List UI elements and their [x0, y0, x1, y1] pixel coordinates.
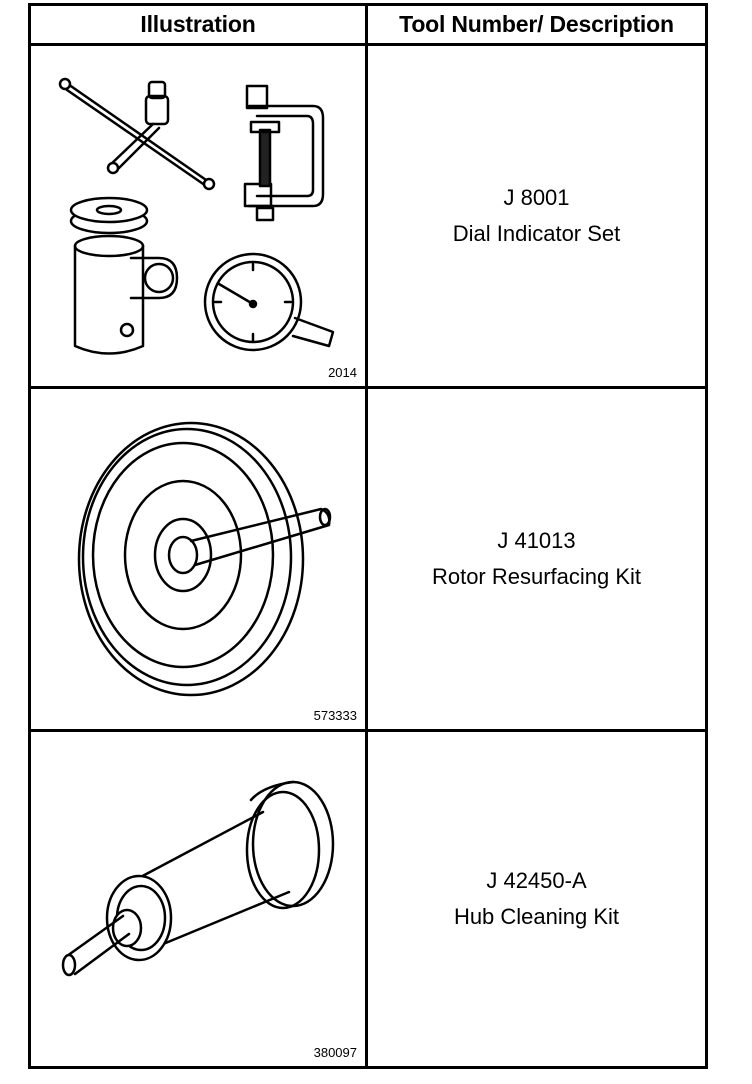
- figure-number: 2014: [328, 365, 357, 380]
- figure-number: 573333: [313, 708, 357, 723]
- table-row: 380097 J 42450-A Hub Cleaning Kit: [31, 732, 705, 1066]
- rotor-resurfacing-kit-illustration: [77, 421, 332, 697]
- tool-number: J 42450-A: [486, 868, 587, 893]
- tool-description: Dial Indicator Set: [452, 221, 621, 246]
- tool-number: J 41013: [497, 528, 576, 553]
- tool-description: Rotor Resurfacing Kit: [431, 564, 642, 589]
- tool-description: Hub Cleaning Kit: [453, 904, 620, 929]
- tool-table: Illustration Tool Number/ Description: [28, 3, 708, 1069]
- tool-number: J 8001: [503, 185, 570, 210]
- table-row: 573333 J 41013 Rotor Resurfacing Kit: [31, 389, 705, 732]
- header-illustration: Illustration: [31, 6, 368, 46]
- header-tool-description: Tool Number/ Description: [368, 6, 705, 46]
- tool-description-cell: J 41013 Rotor Resurfacing Kit: [368, 389, 705, 729]
- table-row: 2014 J 8001 Dial Indicator Set: [31, 46, 705, 389]
- hub-cleaning-kit-illustration: [61, 780, 335, 977]
- illustration-cell: 380097: [31, 732, 368, 1066]
- illustration-cell: 2014: [31, 46, 368, 386]
- tool-description-cell: J 42450-A Hub Cleaning Kit: [368, 732, 705, 1066]
- illustration-cell: 573333: [31, 389, 368, 729]
- figure-number: 380097: [313, 1045, 357, 1060]
- tool-description-cell: J 8001 Dial Indicator Set: [368, 46, 705, 386]
- dial-indicator-set-illustration: [58, 77, 335, 355]
